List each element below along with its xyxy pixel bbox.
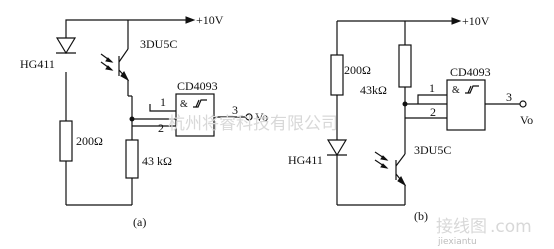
schmitt-icon bbox=[193, 99, 207, 108]
site-suffix-watermark: .com bbox=[490, 217, 532, 237]
wires-b bbox=[336, 20, 520, 206]
nand-symbol: & bbox=[452, 85, 460, 96]
resistor-43k bbox=[125, 139, 139, 179]
ic-label: CD4093 bbox=[450, 65, 491, 79]
nand-symbol: & bbox=[180, 99, 188, 110]
phototransistor-3du5c bbox=[118, 48, 130, 82]
photodiode-label: HG411 bbox=[20, 57, 55, 71]
company-watermark: 杭州将睿科技有限公司 bbox=[168, 114, 338, 134]
photodiode-label: HG411 bbox=[288, 153, 323, 167]
junction-dot bbox=[129, 116, 135, 122]
resistor-200-ohm bbox=[330, 54, 344, 96]
resistor-43k-label: 43kΩ bbox=[360, 83, 387, 97]
circuit-b: +10V 200Ω 43kΩ HG411 3DU5C CD4093 bbox=[288, 14, 533, 223]
phototransistor-label: 3DU5C bbox=[414, 143, 451, 157]
circuit-a: +10V HG411 200Ω 3DU5C 43 kΩ CD4093 bbox=[20, 13, 268, 229]
resistor-43k-label: 43 kΩ bbox=[142, 154, 172, 168]
pin-1-label: 1 bbox=[160, 95, 166, 109]
caption-a: (a) bbox=[133, 215, 146, 229]
output-label: Vo bbox=[255, 110, 268, 124]
resistor-label: 200Ω bbox=[344, 63, 371, 77]
photodiode-hg411 bbox=[326, 139, 348, 157]
resistor-43k bbox=[398, 44, 412, 88]
pin-1-label: 1 bbox=[429, 81, 435, 95]
resistor-label: 200Ω bbox=[76, 134, 103, 148]
resistor-200-ohm bbox=[59, 120, 73, 162]
cd4093-gate bbox=[446, 79, 486, 131]
junction-dot bbox=[402, 101, 408, 107]
supply-label: +10V bbox=[196, 13, 224, 27]
phototransistor-label: 3DU5C bbox=[140, 37, 177, 51]
light-arrows-icon bbox=[374, 151, 389, 169]
pin-2-label: 2 bbox=[158, 121, 164, 135]
photodiode-hg411 bbox=[55, 37, 77, 55]
output-label: Vo bbox=[520, 113, 533, 127]
output-terminal bbox=[245, 113, 253, 121]
pin-2-label: 2 bbox=[430, 105, 436, 119]
supply-arrow-icon bbox=[185, 16, 196, 24]
site-url-watermark: jiexiantu bbox=[437, 237, 477, 247]
phototransistor-3du5c bbox=[395, 153, 407, 187]
ic-label: CD4093 bbox=[177, 79, 218, 93]
supply-label: +10V bbox=[462, 14, 490, 28]
caption-b: (b) bbox=[414, 209, 428, 223]
output-terminal bbox=[519, 100, 527, 108]
pin-3-label: 3 bbox=[506, 90, 512, 104]
supply-arrow-icon bbox=[451, 17, 462, 25]
wires-a bbox=[65, 19, 246, 206]
light-arrows-icon bbox=[100, 53, 114, 71]
cd4093-gate bbox=[175, 93, 215, 137]
pin-3-label: 3 bbox=[232, 103, 238, 117]
schmitt-icon bbox=[465, 85, 479, 94]
site-logo-watermark: 接线图 bbox=[436, 217, 487, 237]
